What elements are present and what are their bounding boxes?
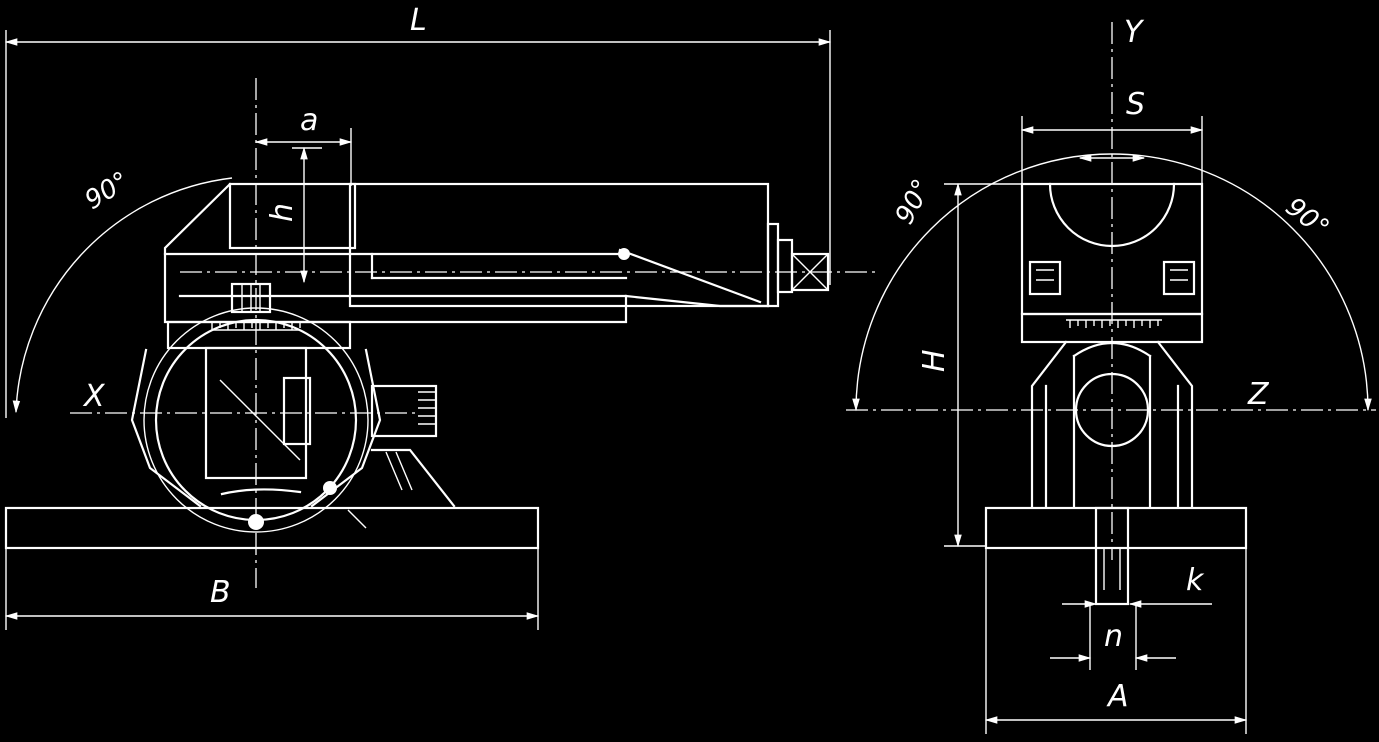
label-A: A — [1106, 679, 1129, 714]
dimension-S: S — [1020, 87, 1204, 186]
label-L: L — [410, 3, 427, 38]
dimension-H: H — [917, 182, 1030, 548]
dimension-A: A — [984, 548, 1248, 734]
label-h: h — [265, 203, 300, 222]
label-angle-right-2: 90° — [1280, 192, 1335, 244]
dimension-h: h — [265, 146, 322, 284]
dimension-B: B — [4, 548, 540, 630]
label-Z: Z — [1247, 377, 1270, 412]
base-plate-right — [984, 506, 1248, 606]
label-X: X — [82, 379, 106, 414]
label-S: S — [1126, 87, 1145, 122]
label-a: a — [300, 103, 318, 138]
label-H: H — [917, 349, 952, 372]
label-angle-right-1: 90° — [890, 175, 938, 230]
dimension-n: n — [1050, 604, 1176, 670]
dimension-k: k — [1062, 563, 1212, 608]
label-angle-left: 90° — [80, 166, 135, 216]
dimension-a: a — [254, 103, 353, 186]
front-view: Y S 90° 90° Z H — [846, 15, 1376, 734]
label-Y: Y — [1124, 15, 1145, 50]
yoke — [1030, 340, 1194, 508]
label-n: n — [1104, 619, 1123, 654]
label-B: B — [210, 575, 231, 610]
spindle-arm — [163, 182, 876, 324]
label-k: k — [1186, 563, 1205, 598]
ball-joint — [130, 307, 456, 533]
swing-arc-left: 90° — [12, 166, 233, 414]
base-plate-left — [4, 506, 540, 550]
dimension-L: L — [4, 3, 832, 418]
side-view: L 90° X a h — [4, 3, 876, 630]
